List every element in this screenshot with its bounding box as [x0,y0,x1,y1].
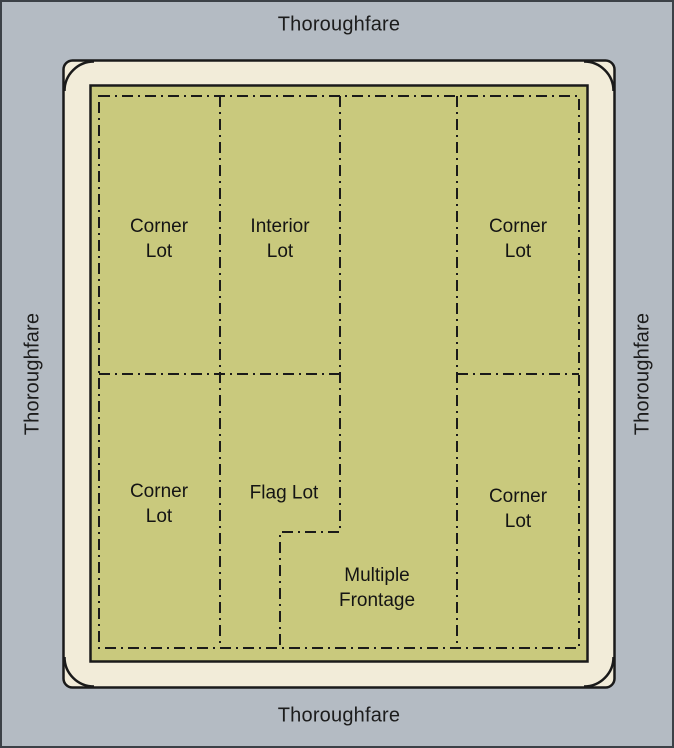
lot-label-corner-bottom-left: Corner Lot [130,479,188,529]
corner-curb-arc-top-right [583,60,615,92]
lot-label-line: Lot [504,241,532,262]
street-label-left: Thoroughfare [21,312,44,436]
lot-label-line: Lot [266,241,294,262]
corner-curb-arc-top-left [63,60,95,92]
lot-label-line: Lot [504,511,532,532]
lot-label-corner-top-left: Corner Lot [130,214,188,264]
lot-label-line: Interior [250,215,310,237]
street-label-right: Thoroughfare [631,312,654,436]
street-label-bottom: Thoroughfare [277,704,401,727]
block-svg [62,59,616,689]
lot-label-line: Frontage [338,590,416,611]
lot-label-line: Lot [145,506,173,527]
lot-label-line: Corner [488,215,548,237]
lot-label-line: Corner [129,480,189,502]
lot-label-multiple-frontage: Multiple Frontage [339,563,415,613]
lot-label-flag: Flag Lot [250,480,319,505]
lot-label-line: Lot [145,241,173,262]
lot-label-line: Corner [488,485,548,507]
lot-label-corner-bottom-right: Corner Lot [489,484,547,534]
corner-curb-arc-bottom-left [63,656,95,688]
block-diagram: Corner Lot Interior Lot Corner Lot Corne… [62,59,616,689]
lot-label-line: Flag Lot [249,482,319,504]
lot-label-line: Corner [129,215,189,237]
corner-curb-arc-bottom-right [583,656,615,688]
lot-divider-flag-notch [279,96,341,648]
lot-boundary-lines [98,95,580,649]
lot-label-interior: Interior Lot [250,214,309,264]
lot-label-line: Multiple [344,564,410,586]
street-label-top: Thoroughfare [277,13,401,36]
lot-label-corner-top-right: Corner Lot [489,214,547,264]
